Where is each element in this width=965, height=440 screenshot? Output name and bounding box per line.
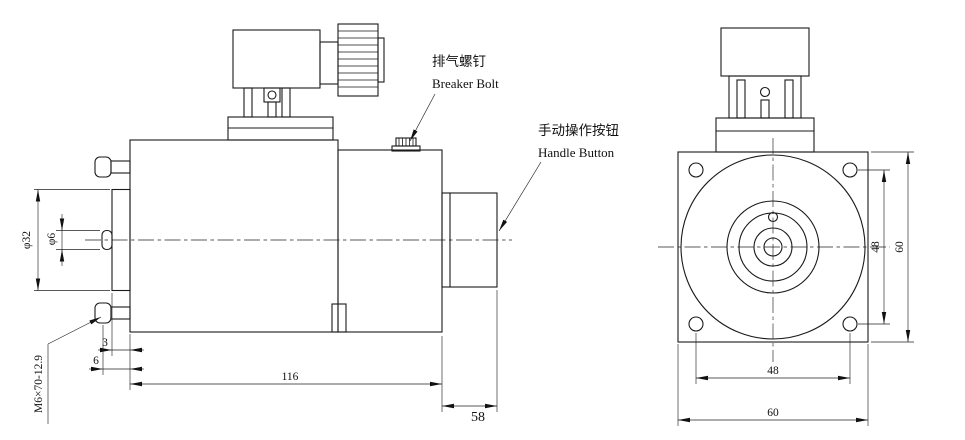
breaker-bolt-callout: 排气螺钉 Breaker Bolt <box>409 54 499 142</box>
dim-58-label: 58 <box>471 410 485 425</box>
dim-3-label: 3 <box>102 337 108 349</box>
stud-spec-callout: M6×70-12.9 <box>33 316 102 424</box>
dim-60-vertical: 60 <box>871 151 914 343</box>
connector-assembly-front <box>715 27 815 153</box>
dim-phi32-label: φ32 <box>21 231 33 249</box>
breaker-bolt-label-en: Breaker Bolt <box>432 76 499 91</box>
dim-48-vertical: 48 <box>858 169 890 325</box>
breaker-bolt <box>391 137 421 152</box>
push-button <box>441 192 498 288</box>
connector-assembly-side <box>227 29 334 141</box>
dim-60v-label: 60 <box>894 241 906 253</box>
mounting-stud-top <box>94 156 131 178</box>
front-view: 48 60 48 60 <box>658 27 914 426</box>
main-body <box>129 139 443 333</box>
dim-6-label: 6 <box>93 355 99 367</box>
dim-phi6: φ6 <box>46 214 100 266</box>
side-view: φ32 φ6 M6×70-12.9 3 <box>21 23 619 425</box>
dim-phi6-label: φ6 <box>46 233 58 246</box>
cable-gland <box>319 23 385 97</box>
dim-48v-label: 48 <box>870 241 882 253</box>
left-end-plate <box>101 188 131 292</box>
dim-48-horizontal: 48 <box>695 333 851 384</box>
stud-spec-label: M6×70-12.9 <box>33 355 45 413</box>
breaker-bolt-label-cn: 排气螺钉 <box>432 54 486 69</box>
dim-phi32: φ32 <box>21 189 110 291</box>
dim-60h-label: 60 <box>767 407 779 419</box>
handle-button-label-en: Handle Button <box>538 145 615 160</box>
handle-button-label-cn: 手动操作按钮 <box>538 123 619 138</box>
dim-116-label: 116 <box>282 371 299 383</box>
dim-3: 3 <box>98 293 144 390</box>
handle-button-callout: 手动操作按钮 Handle Button <box>498 123 619 232</box>
dim-60-horizontal: 60 <box>677 344 869 426</box>
dim-6: 6 <box>89 325 144 375</box>
solenoid-face <box>680 154 866 340</box>
dim-48h-label: 48 <box>767 365 779 377</box>
dim-116: 116 <box>130 336 443 412</box>
mounting-stud-bottom <box>94 302 131 324</box>
dim-58: 58 <box>442 290 498 425</box>
